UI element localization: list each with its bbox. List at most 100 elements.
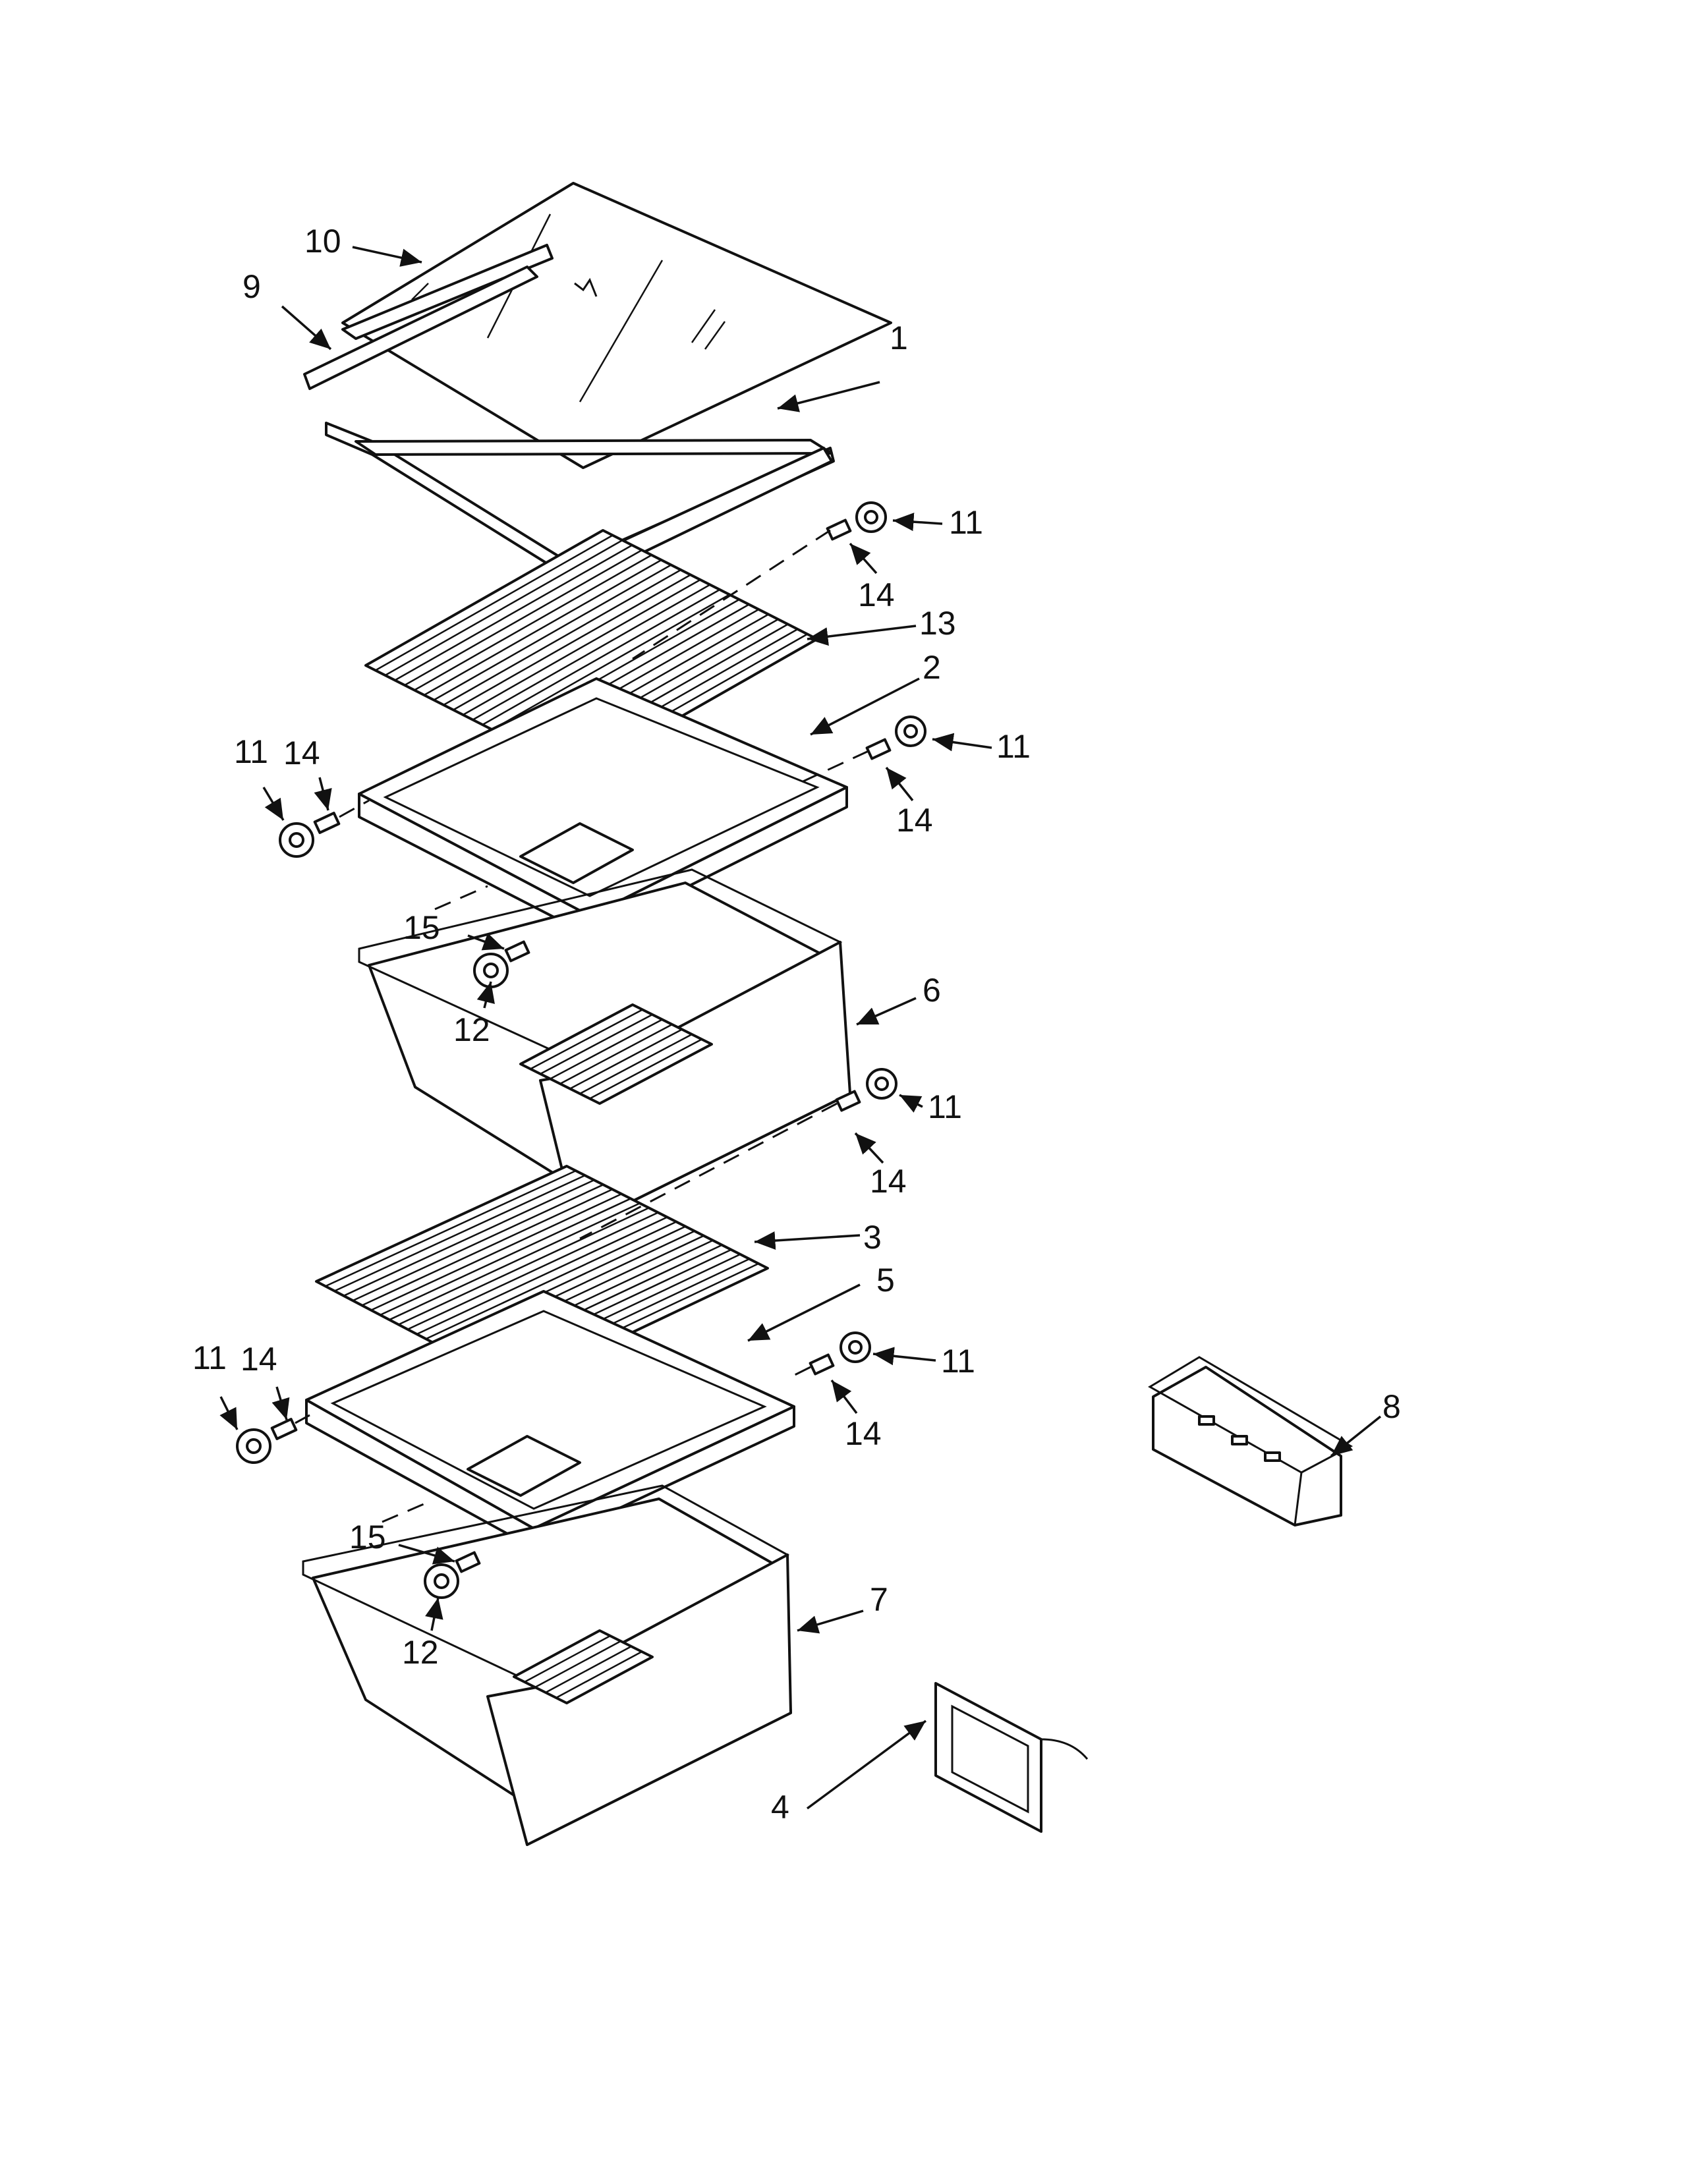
callout-11-d: 11 (928, 1088, 962, 1125)
grille-line (492, 594, 730, 731)
callout-14-f: 14 (241, 1341, 277, 1378)
grille-line (414, 554, 652, 691)
callout-5: 5 (876, 1262, 895, 1299)
callout-11-f: 11 (192, 1339, 227, 1376)
glass-shelf-assembly (303, 182, 892, 584)
callout-2: 2 (923, 649, 941, 686)
callout-1: 1 (890, 320, 908, 356)
label-frame (934, 1682, 1042, 1833)
grille-line (545, 1645, 632, 1694)
lower-drawer-rib-lines (524, 1635, 642, 1699)
grille-line (384, 539, 623, 677)
grille-line (530, 1009, 643, 1070)
shelf-front-trim (341, 244, 554, 340)
roller-11-d (866, 1068, 897, 1100)
roller-11-e (840, 1331, 871, 1363)
screw-14-d (835, 1090, 861, 1112)
grille-line (482, 588, 720, 726)
grille-line (453, 574, 691, 711)
callout-14-b: 14 (896, 802, 933, 839)
grille-line (559, 1023, 673, 1085)
callout-labels: 10 9 1 11 14 13 2 11 14 11 14 15 12 6 11… (192, 223, 1401, 1826)
lower-frame-opening (467, 1435, 581, 1497)
grille-line (550, 1019, 663, 1080)
callout-12-b: 12 (402, 1634, 439, 1671)
upper-frame-outline (358, 677, 848, 917)
screw-14-a (826, 518, 852, 541)
lower-frame-inner (330, 1310, 767, 1510)
callout-14-e: 14 (845, 1415, 882, 1452)
screw-15-b (455, 1551, 481, 1573)
callout-15-a: 15 (403, 909, 440, 946)
grille-line (425, 1221, 677, 1340)
grille-line (343, 1179, 595, 1297)
door-bin (1148, 1356, 1353, 1526)
screw-14-e (809, 1353, 835, 1376)
callout-6: 6 (923, 972, 941, 1009)
roller-12-b (424, 1563, 459, 1599)
callout-8: 8 (1382, 1388, 1401, 1425)
grille-line (569, 1028, 683, 1090)
roller-11-b (895, 715, 926, 747)
grille-line (540, 1013, 653, 1075)
grille-line (325, 1169, 577, 1287)
grille-line (433, 564, 672, 701)
grille-line (472, 584, 711, 721)
screw-14-c (313, 812, 341, 834)
glass-shelf-panel (341, 182, 892, 469)
grille-line (404, 549, 642, 686)
lower-frame-outline (305, 1290, 795, 1530)
callout-14-a: 14 (858, 576, 895, 613)
callout-3: 3 (863, 1219, 882, 1256)
upper-frame-inner (383, 697, 820, 897)
grille-line (424, 559, 662, 696)
upper-cover-frame (358, 677, 848, 937)
callout-12-a: 12 (453, 1011, 490, 1048)
callout-14-d: 14 (870, 1163, 907, 1200)
alignment-lines (295, 529, 869, 1523)
grille-line (589, 1038, 702, 1100)
grille-line (334, 1174, 586, 1292)
grille-line (361, 1189, 613, 1306)
grille-line (398, 1207, 650, 1326)
screw-15-a (504, 940, 530, 963)
screw-14-f (270, 1418, 298, 1440)
grille-line (463, 578, 701, 716)
upper-drawer-rib-lines (530, 1009, 702, 1100)
screw-14-b (865, 738, 892, 760)
grille-line (443, 569, 681, 706)
grille-line (389, 1202, 640, 1321)
rollers-and-screws (236, 501, 926, 1599)
callout-9: 9 (242, 268, 261, 305)
lower-drawer-front (486, 1554, 792, 1846)
callout-4: 4 (771, 1789, 789, 1826)
trim-strip (303, 266, 538, 390)
callout-11-a: 11 (949, 504, 983, 541)
grille-line (524, 1635, 611, 1683)
leader-lines (219, 246, 1382, 1810)
grille-line (394, 544, 633, 681)
door-bin-body (1152, 1366, 1342, 1526)
callout-10: 10 (304, 223, 341, 260)
callout-15-b: 15 (349, 1519, 386, 1555)
label-window (951, 1704, 1029, 1814)
callout-11-e: 11 (941, 1343, 975, 1380)
crisper-label (934, 1682, 1089, 1833)
grille-line (380, 1198, 631, 1316)
callout-13: 13 (919, 605, 956, 642)
grille-line (555, 1650, 642, 1699)
upper-frame-opening (519, 822, 634, 884)
grille-line (370, 1193, 622, 1311)
roller-11-a (855, 501, 887, 533)
grille-line (534, 1640, 621, 1689)
grille-line (407, 1212, 659, 1330)
lower-drawer-ribs (513, 1629, 654, 1704)
callout-7: 7 (870, 1581, 888, 1618)
roller-11-c (279, 822, 314, 858)
callout-11-b: 11 (996, 728, 1031, 765)
grille-line (352, 1184, 604, 1302)
grille-line (375, 534, 613, 671)
roller-11-f (236, 1428, 271, 1464)
callout-14-c: 14 (283, 735, 320, 771)
